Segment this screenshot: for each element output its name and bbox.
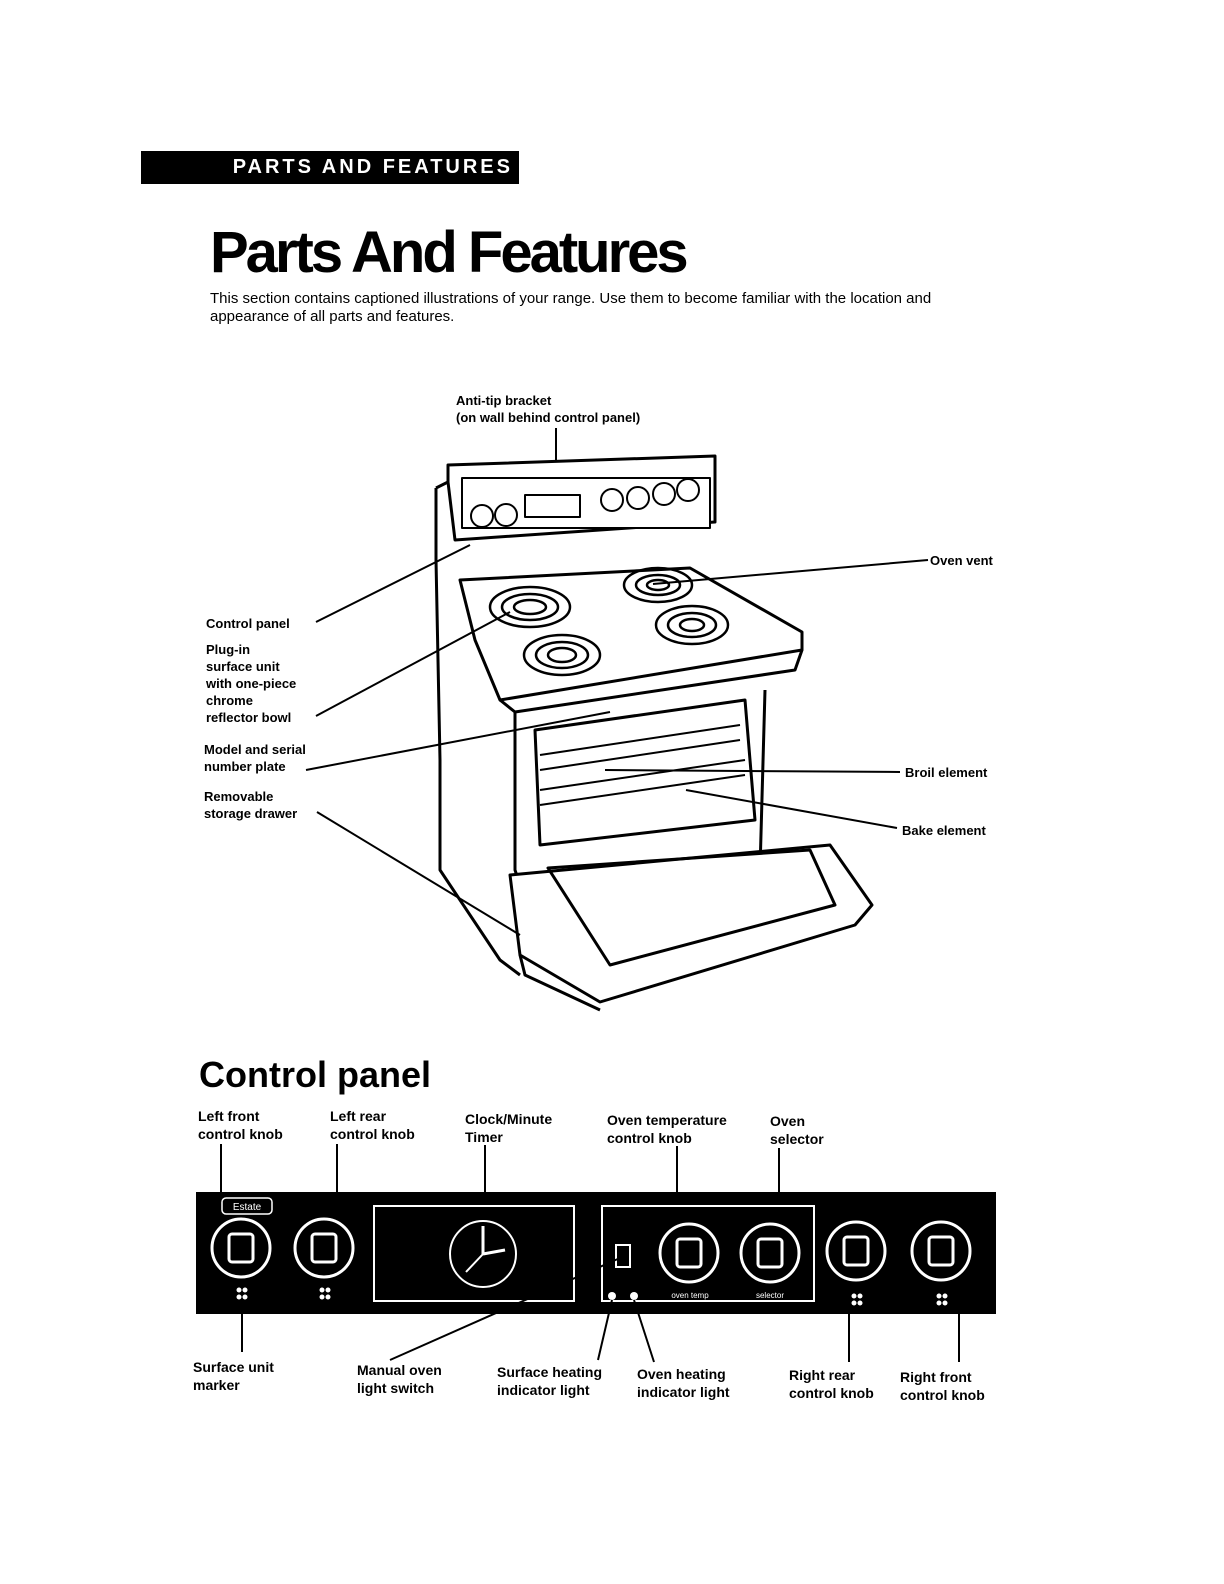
oven-temp-panel-text: oven temp [671,1291,709,1300]
manual-light-switch-label: Manual oven light switch [357,1362,442,1396]
section-banner: PARTS AND FEATURES [141,151,519,184]
oven-temp-knob-label: Oven temperature control knob [607,1112,727,1146]
right-front-knob-label: Right front control knob [900,1369,985,1403]
surface-unit-marker-label: Surface unit marker [193,1359,274,1393]
oven-heating-light-label: Oven heating indicator light [637,1366,730,1400]
control-panel-label: Control panel [206,616,290,631]
storage-drawer-label: Removable storage drawer [204,789,298,821]
clock-timer-label: Clock/Minute Timer [465,1111,553,1145]
intro-paragraph: This section contains captioned illustra… [210,290,932,325]
model-serial-plate-label: Model and serial number plate [204,742,306,774]
broil-element-label: Broil element [905,765,988,780]
left-rear-knob-label: Left rear control knob [330,1108,415,1142]
brand-badge: Estate [233,1202,262,1213]
control-panel-heading: Control panel [199,1054,431,1095]
page-title: Parts And Features [210,220,689,285]
anti-tip-bracket-label: Anti-tip bracket (on wall behind control… [456,393,641,425]
left-front-knob-label: Left front control knob [198,1108,283,1142]
surface-heating-light-label: Surface heating indicator light [497,1364,603,1398]
bake-element-label: Bake element [902,823,986,838]
right-rear-knob-label: Right rear control knob [789,1367,874,1401]
plug-in-surface-unit-label: Plug-in surface unit with one-piece chro… [206,642,297,725]
oven-selector-label: Oven selector [770,1113,824,1147]
selector-panel-text: selector [756,1291,784,1300]
oven-vent-label: Oven vent [930,553,993,568]
